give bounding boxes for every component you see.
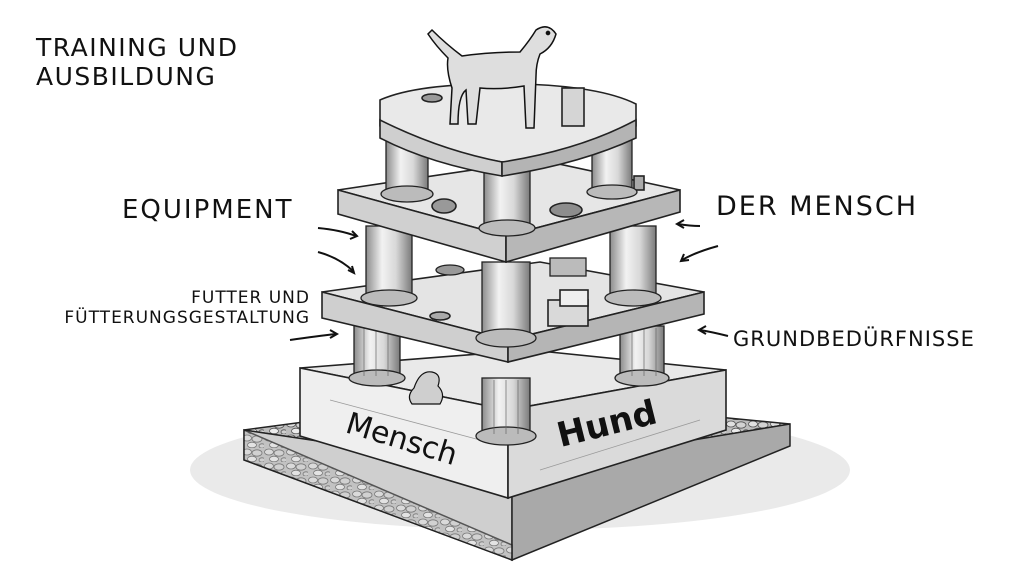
arrow-grund xyxy=(699,329,729,337)
label-training-line1: Training und xyxy=(36,33,239,62)
arrow-der-mensch xyxy=(677,223,701,227)
columns-bottom-tier xyxy=(348,321,670,446)
arrow-equipment xyxy=(317,227,357,237)
arrows xyxy=(289,219,729,341)
dog-figure xyxy=(427,26,557,129)
label-grundbeduerfnisse: Grundbedürfnisse xyxy=(733,327,975,351)
arrow-futter xyxy=(289,333,337,341)
label-training-line2: Ausbildung xyxy=(36,61,217,91)
label-futter: Futter und Fütterungsgestaltung xyxy=(2,288,310,328)
label-futter-line1: Futter und xyxy=(191,288,310,308)
label-equipment: Equipment xyxy=(122,195,294,225)
label-der-mensch: Der Mensch xyxy=(716,191,919,222)
arrow-der-mensch-2 xyxy=(681,245,719,261)
label-futter-line2: Fütterungsgestaltung xyxy=(64,307,310,328)
label-training: Training und Ausbildung xyxy=(36,33,239,92)
puppy-figure xyxy=(408,371,444,405)
arrow-equipment-2 xyxy=(317,251,355,273)
columns-middle-tier xyxy=(360,225,662,348)
